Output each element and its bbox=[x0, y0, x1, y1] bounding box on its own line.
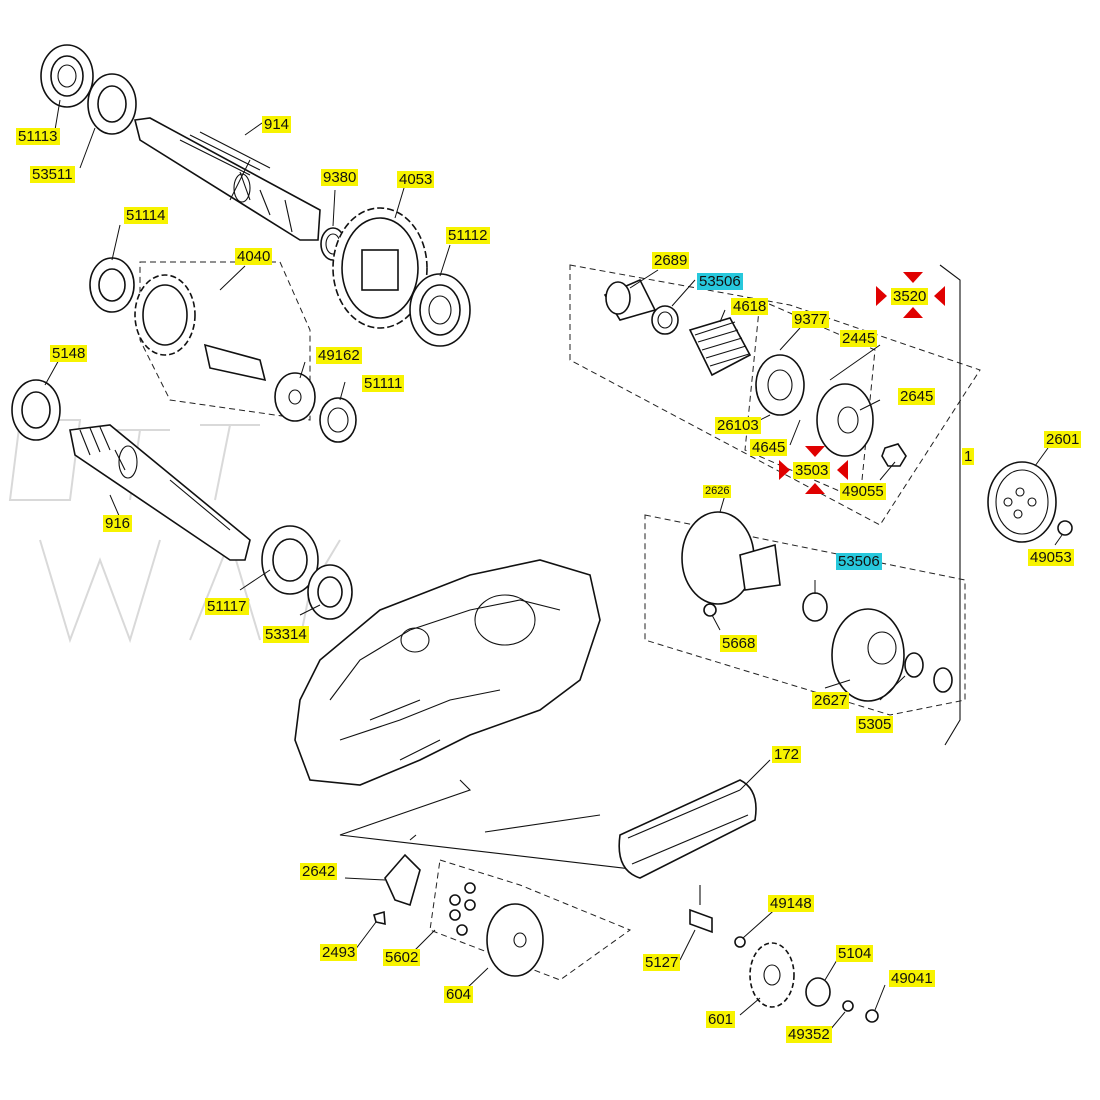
pulley-half-2626[interactable] bbox=[681, 511, 781, 605]
clutch-bell-2601[interactable] bbox=[987, 461, 1057, 543]
ramp-plate-2642[interactable] bbox=[384, 834, 421, 907]
gear-4053[interactable] bbox=[332, 207, 428, 329]
label-53506-upper[interactable]: 53506 bbox=[697, 273, 743, 290]
belt-leader bbox=[484, 814, 701, 905]
marker-arrow-3520-top bbox=[903, 272, 923, 283]
label-2601[interactable]: 2601 bbox=[1044, 431, 1082, 448]
pin-5668[interactable] bbox=[703, 603, 717, 617]
label-172[interactable]: 172 bbox=[772, 746, 802, 763]
label-2493[interactable]: 2493 bbox=[320, 944, 358, 961]
label-5668[interactable]: 5668 bbox=[720, 635, 758, 652]
marker-arrow-3503-bottom bbox=[805, 483, 825, 494]
label-3503[interactable]: 3503 bbox=[793, 462, 831, 479]
label-2627[interactable]: 2627 bbox=[812, 692, 850, 709]
label-51114[interactable]: 51114 bbox=[124, 207, 168, 224]
label-2445[interactable]: 2445 bbox=[840, 330, 878, 347]
label-53314[interactable]: 53314 bbox=[263, 626, 309, 643]
spring-4618[interactable] bbox=[688, 317, 752, 377]
bearing-51111[interactable] bbox=[319, 397, 357, 443]
bearing-5148[interactable] bbox=[11, 379, 61, 441]
bearing-51112[interactable] bbox=[409, 273, 471, 347]
label-1[interactable]: 1 bbox=[962, 448, 975, 465]
label-51111[interactable]: 51111 bbox=[362, 375, 405, 392]
washer-49352[interactable] bbox=[842, 1000, 854, 1012]
label-604[interactable]: 604 bbox=[444, 986, 474, 1003]
label-3520[interactable]: 3520 bbox=[891, 288, 929, 305]
rollers-5602[interactable] bbox=[449, 882, 476, 936]
marker-arrow-3503-left bbox=[779, 460, 790, 480]
seal-53506-lower[interactable] bbox=[802, 592, 828, 622]
bearing-51113[interactable] bbox=[40, 44, 94, 108]
clutch-assembly-box bbox=[569, 264, 981, 526]
label-49162[interactable]: 49162 bbox=[316, 347, 362, 364]
label-4053[interactable]: 4053 bbox=[397, 171, 435, 188]
drive-box bbox=[429, 859, 632, 981]
marker-arrow-3520-right bbox=[934, 286, 945, 306]
nut-49041[interactable] bbox=[865, 1009, 879, 1023]
label-5104[interactable]: 5104 bbox=[836, 945, 874, 962]
washer-49148[interactable] bbox=[734, 936, 746, 948]
leader-crankcase bbox=[339, 779, 641, 871]
marker-arrow-3520-bottom bbox=[903, 307, 923, 318]
marker-arrow-3503-top bbox=[805, 446, 825, 457]
label-5305[interactable]: 5305 bbox=[856, 716, 894, 733]
label-9380[interactable]: 9380 bbox=[321, 169, 359, 186]
clutch-plate-26103[interactable] bbox=[755, 354, 805, 416]
gear-assembly-4040[interactable] bbox=[134, 261, 311, 421]
seal-53314[interactable] bbox=[307, 564, 353, 620]
label-49053[interactable]: 49053 bbox=[1028, 549, 1074, 566]
sleeve-5127[interactable] bbox=[689, 908, 713, 934]
shaft-916[interactable] bbox=[69, 424, 251, 561]
shaft-914[interactable] bbox=[134, 117, 321, 241]
label-51117[interactable]: 51117 bbox=[205, 598, 249, 615]
label-53511[interactable]: 53511 bbox=[30, 166, 75, 183]
marker-arrow-3520-left bbox=[876, 286, 887, 306]
label-51113[interactable]: 51113 bbox=[16, 128, 60, 145]
label-4645[interactable]: 4645 bbox=[750, 439, 788, 456]
label-51112[interactable]: 51112 bbox=[446, 227, 490, 244]
crankcase[interactable] bbox=[294, 559, 601, 786]
label-49055[interactable]: 49055 bbox=[840, 483, 886, 500]
seal-53506-upper[interactable] bbox=[651, 305, 679, 335]
label-4618[interactable]: 4618 bbox=[731, 298, 769, 315]
label-49041[interactable]: 49041 bbox=[889, 970, 935, 987]
label-4040[interactable]: 4040 bbox=[235, 248, 273, 265]
fan-pulley-601[interactable] bbox=[749, 942, 795, 1008]
bearing-51117[interactable] bbox=[261, 525, 319, 595]
nut-49055[interactable] bbox=[881, 443, 907, 467]
pulley-half-2627[interactable] bbox=[831, 608, 905, 702]
slider-2493[interactable] bbox=[373, 910, 386, 926]
label-2642[interactable]: 2642 bbox=[300, 863, 338, 880]
bearing-51114[interactable] bbox=[89, 257, 135, 313]
washer-5104[interactable] bbox=[805, 977, 831, 1007]
bracket-1 bbox=[939, 264, 961, 746]
label-5148[interactable]: 5148 bbox=[50, 345, 88, 362]
label-53506-lower[interactable]: 53506 bbox=[836, 553, 882, 570]
label-9377[interactable]: 9377 bbox=[792, 311, 830, 328]
belt-172[interactable] bbox=[618, 779, 757, 879]
variator-604[interactable] bbox=[486, 903, 544, 977]
marker-arrow-3503-right bbox=[837, 460, 848, 480]
driven-pulley-box bbox=[644, 514, 966, 716]
nut-49053[interactable] bbox=[1057, 520, 1073, 536]
label-2645[interactable]: 2645 bbox=[898, 388, 936, 405]
washer-49162[interactable] bbox=[274, 372, 316, 422]
label-916[interactable]: 916 bbox=[103, 515, 133, 532]
seal-53511[interactable] bbox=[87, 73, 137, 135]
o-rings-5305[interactable] bbox=[904, 652, 953, 693]
label-5602[interactable]: 5602 bbox=[383, 949, 421, 966]
label-26103[interactable]: 26103 bbox=[715, 417, 761, 434]
label-2689[interactable]: 2689 bbox=[652, 252, 690, 269]
clutch-shoe-2645[interactable] bbox=[816, 383, 874, 457]
label-49352[interactable]: 49352 bbox=[786, 1026, 832, 1043]
label-49148[interactable]: 49148 bbox=[768, 895, 814, 912]
label-2626[interactable]: 2626 bbox=[703, 485, 732, 498]
label-5127[interactable]: 5127 bbox=[643, 954, 681, 971]
leader-lines bbox=[44, 99, 1063, 1031]
sleeve-2689[interactable] bbox=[603, 278, 657, 321]
label-601[interactable]: 601 bbox=[706, 1011, 736, 1028]
label-914[interactable]: 914 bbox=[262, 116, 292, 133]
